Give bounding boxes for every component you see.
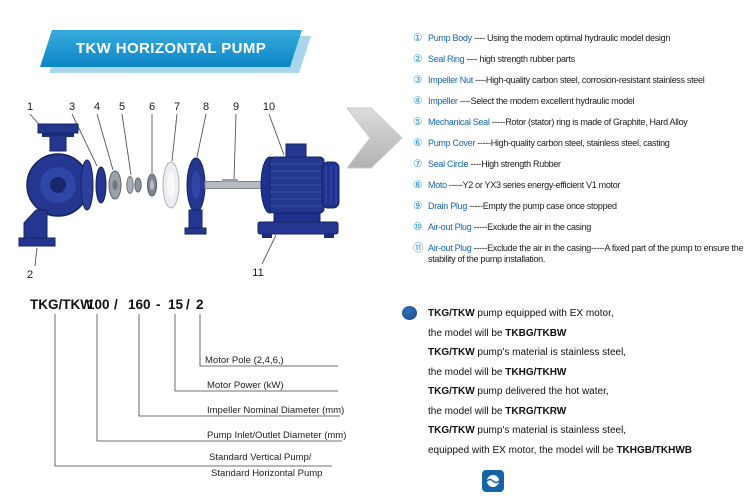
arrow-right-icon [347, 107, 403, 169]
callout-10: 10 [263, 101, 275, 113]
part-number-badge: ② [413, 53, 423, 65]
callout-8: 8 [203, 101, 209, 113]
part-name: Impeller Nut [428, 75, 473, 85]
part-number-badge: ⑪ [413, 242, 424, 254]
note-line: the model will be TKBG/TKBW [428, 327, 567, 339]
part-number-badge: ⑨ [413, 200, 423, 212]
note-line: the model will be TKRG/TKRW [428, 405, 567, 417]
callout-7: 7 [174, 101, 180, 113]
shaft-part [204, 179, 266, 189]
title-banner: TKW HORIZONTAL PUMP [40, 30, 302, 67]
note-line: TKG/TKW pump delivered the hot water, [428, 386, 609, 397]
label-impeller-diameter: Impeller Nominal Diameter (mm) [207, 405, 345, 416]
part-name: Seal Ring [428, 54, 465, 64]
callout-9: 9 [233, 101, 239, 113]
model-seg-slash2: / [186, 297, 190, 312]
part-item: ⑨ Drain Plug -----Empty the pump case onc… [413, 201, 754, 212]
part-name: Drain Plug [428, 201, 468, 211]
label-standard-horizontal: Standard Horizontal Pump [211, 468, 323, 479]
part-desc: -----Exclude the air in the casing [471, 222, 592, 232]
pump-exploded-diagram: 1 3 4 5 6 7 8 9 10 2 11 [18, 101, 340, 281]
part-desc: -----Y2 or YX3 series energy-efficient V… [446, 180, 621, 190]
model-seg-dash: - [156, 297, 161, 312]
motor-base-part [257, 221, 339, 238]
pump-cover-seal-part [147, 173, 157, 197]
impeller-part [108, 170, 122, 200]
part-item: ⑩ Air-out Plug -----Exclude the air in th… [413, 222, 754, 233]
callout-2: 2 [27, 269, 33, 281]
part-number-badge: ⑥ [413, 137, 423, 149]
note-line: TKG/TKW pump's material is stainless ste… [428, 347, 627, 358]
impeller-nut-part [95, 166, 107, 204]
callout-11: 11 [252, 267, 263, 279]
model-seg-pole: 2 [196, 297, 204, 312]
part-desc: ---- Using the modern optimal hydraulic … [471, 33, 671, 43]
part-item: ⑤ Mechanical Seal -----Rotor (stator) rin… [413, 117, 754, 128]
part-number-badge: ⑩ [413, 221, 423, 233]
label-motor-pole: Motor Pole (2,4,6,) [205, 355, 284, 366]
mechanical-seal-part [126, 176, 142, 194]
model-seg-series: TKG/TKW [30, 297, 93, 312]
part-name: Pump Body [428, 33, 472, 43]
model-seg-inlet: 100 [87, 297, 110, 312]
brand-badge-icon [482, 470, 504, 492]
part-item: ① Pump Body ---- Using the modern optimal… [413, 33, 754, 44]
part-name: Seal Circle [428, 159, 469, 169]
part-number-badge: ③ [413, 74, 423, 86]
callout-6: 6 [149, 101, 155, 113]
note-line: TKG/TKW pump's material is stainless ste… [428, 425, 627, 436]
part-desc: -----Exclude the air in the casing-----A… [428, 243, 744, 264]
parts-list: ① Pump Body ---- Using the modern optimal… [413, 33, 754, 265]
part-number-badge: ⑦ [413, 158, 423, 170]
model-seg-power: 15 [168, 297, 184, 312]
callout-5: 5 [119, 101, 125, 113]
label-motor-power: Motor Power (kW) [207, 380, 284, 391]
note-bullet-dot [402, 306, 417, 320]
page-title: TKW HORIZONTAL PUMP [75, 40, 267, 57]
notes-section: TKG/TKW pump equipped with EX motor, the… [428, 304, 750, 460]
part-desc: ----High-quality carbon steel, corrosion… [472, 75, 705, 85]
part-number-badge: ⑤ [413, 116, 423, 128]
motor-part [260, 143, 340, 223]
part-item: ⑧ Moto -----Y2 or YX3 series energy-effic… [413, 180, 754, 191]
part-item: ③ Impeller Nut ----High-quality carbon st… [413, 75, 754, 86]
callout-3: 3 [69, 101, 75, 113]
seal-circle-part [162, 161, 180, 209]
part-number-badge: ⑧ [413, 179, 423, 191]
banner-ribbon: TKW HORIZONTAL PUMP [40, 30, 302, 67]
part-name: Air-out Plug [428, 222, 472, 232]
pump-cover-part [184, 157, 207, 235]
note-line: equipped with EX motor, the model will b… [428, 444, 692, 456]
callout-4: 4 [94, 101, 100, 113]
pump-body-part [18, 123, 94, 247]
note-line: TKG/TKW pump equipped with EX motor, [428, 308, 614, 319]
label-inlet-outlet: Pump Inlet/Outlet Diameter (mm) [207, 430, 347, 441]
part-item: ⑥ Pump Cover -----High-quality carbon ste… [413, 138, 754, 149]
part-desc: -----Rotor (stator) ring is made of Grap… [489, 117, 688, 127]
model-seg-impeller: 160 [128, 297, 151, 312]
part-item: ⑪ Air-out Plug -----Exclude the air in th… [413, 243, 754, 265]
callout-1: 1 [27, 101, 33, 113]
part-name: Impeller [428, 96, 458, 106]
part-item: ② Seal Ring ---- high strength rubber par… [413, 54, 754, 65]
part-desc: ----Select the modern excellent hydrauli… [457, 96, 635, 106]
part-name: Air-out Plug [428, 243, 472, 253]
part-desc: ---- high strength rubber parts [464, 54, 576, 64]
part-item: ⑦ Seal Circle ----High strength Rubber [413, 159, 754, 170]
note-line: the model will be TKHG/TKHW [428, 366, 567, 378]
part-name: Moto [428, 180, 447, 190]
label-standard-vertical: Standard Vertical Pump/ [209, 452, 312, 463]
part-desc: ----High strength Rubber [468, 159, 561, 169]
model-seg-slash1: / [114, 297, 118, 312]
part-item: ④ Impeller ----Select the modern excellen… [413, 96, 754, 107]
part-name: Pump Cover [428, 138, 476, 148]
part-name: Mechanical Seal [428, 117, 490, 127]
part-number-badge: ① [413, 32, 423, 44]
part-desc: -----Empty the pump case once stopped [467, 201, 617, 211]
part-desc: -----High-quality carbon steel, stainles… [475, 138, 670, 148]
part-number-badge: ④ [413, 95, 423, 107]
callout-leader-lines [29, 113, 285, 267]
